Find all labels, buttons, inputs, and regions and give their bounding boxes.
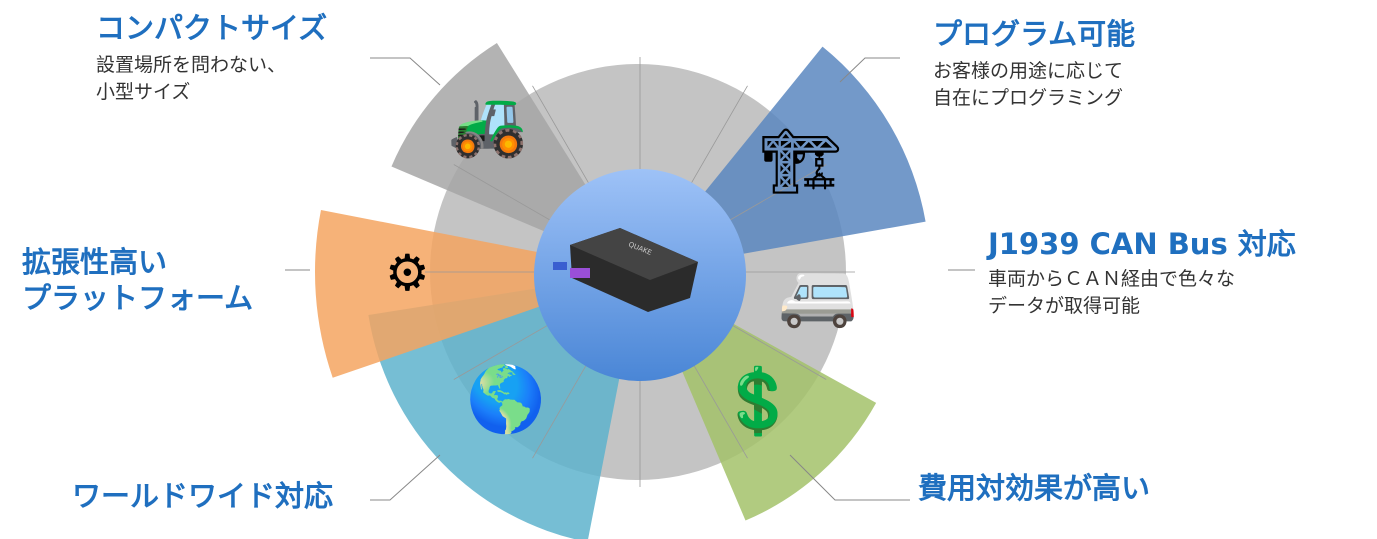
divider-line — [453, 164, 554, 223]
money-hand-icon: 💲 — [718, 365, 798, 439]
feature-desc-can-bus: 車両からＣＡＮ経由で色々なデータが取得可能 — [988, 268, 1236, 317]
feature-title-programmable: プログラム可能 — [933, 17, 1136, 51]
feature-title-can-bus: J1939 CAN Bus 対応 — [988, 227, 1296, 261]
feature-title-extensible: 拡張性高いプラットフォーム — [22, 245, 254, 315]
feature-title-cost: 費用対効果が高い — [918, 471, 1151, 505]
divider-line — [532, 358, 591, 459]
divider-line — [726, 321, 827, 380]
feature-title-compact: コンパクトサイズ — [96, 11, 328, 45]
sector-money-hand — [679, 320, 877, 521]
excavator-icon: 🚜 — [448, 87, 528, 161]
connector-lines — [285, 57, 975, 501]
sector-generator — [314, 209, 546, 378]
sector-excavator — [391, 43, 588, 233]
device-image: QUAKE — [553, 228, 698, 312]
divider-line — [689, 358, 748, 459]
forklift-icon: 🏗 — [760, 125, 842, 199]
sector-globe — [368, 287, 621, 539]
feature-title-worldwide: ワールドワイド対応 — [72, 479, 334, 513]
globe-icon: 🌎 — [466, 363, 546, 437]
divider-line — [689, 85, 748, 186]
divider-line — [726, 164, 827, 223]
divider-line — [453, 321, 554, 380]
sector-forklift — [702, 46, 926, 255]
feature-desc-compact: 設置場所を問わない、小型サイズ — [96, 54, 287, 103]
divider-line — [532, 85, 591, 186]
feature-desc-programmable: お客様の用途に応じて自在にプログラミング — [933, 60, 1124, 109]
service-van-icon: 🚐 — [778, 257, 858, 331]
generator-icon: ⚙ — [385, 244, 430, 302]
